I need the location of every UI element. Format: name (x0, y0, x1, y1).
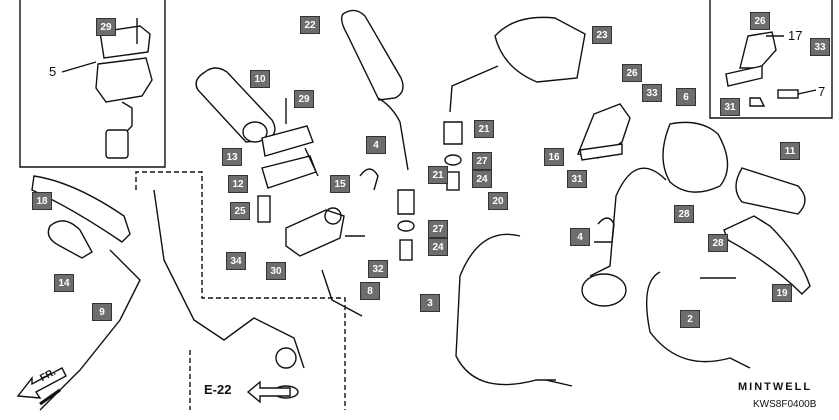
label-5: 5 (49, 64, 57, 79)
callout-24: 24 (428, 238, 448, 256)
callout-16: 16 (544, 148, 564, 166)
brand-watermark: MINTWELL (738, 381, 813, 393)
callout-11: 11 (780, 142, 800, 160)
callout-21: 21 (428, 166, 448, 184)
callout-33: 33 (810, 38, 830, 56)
callout-28: 28 (708, 234, 728, 252)
callout-32: 32 (368, 260, 388, 278)
callout-29: 29 (96, 18, 116, 36)
callout-28: 28 (674, 205, 694, 223)
callout-19: 19 (772, 284, 792, 302)
callout-10: 10 (250, 70, 270, 88)
callout-13: 13 (222, 148, 242, 166)
callout-4: 4 (570, 228, 590, 246)
callout-29: 29 (294, 90, 314, 108)
diagram-code: KWS8F0400B (753, 399, 817, 410)
callout-25: 25 (230, 202, 250, 220)
callout-15: 15 (330, 175, 350, 193)
callout-26: 26 (622, 64, 642, 82)
callout-27: 27 (428, 220, 448, 238)
reference-e22: E-22 (204, 382, 232, 397)
callout-21: 21 (474, 120, 494, 138)
callout-8: 8 (360, 282, 380, 300)
callout-3: 3 (420, 294, 440, 312)
callout-26: 26 (750, 12, 770, 30)
callout-12: 12 (228, 175, 248, 193)
callout-31: 31 (720, 98, 740, 116)
callout-31: 31 (567, 170, 587, 188)
callout-9: 9 (92, 303, 112, 321)
callout-33: 33 (642, 84, 662, 102)
callout-2: 2 (680, 310, 700, 328)
label-17: 17 (788, 28, 803, 43)
callout-6: 6 (676, 88, 696, 106)
label-7: 7 (818, 84, 826, 99)
callout-20: 20 (488, 192, 508, 210)
callout-24: 24 (472, 170, 492, 188)
callout-14: 14 (54, 274, 74, 292)
callout-4: 4 (366, 136, 386, 154)
callout-23: 23 (592, 26, 612, 44)
callout-30: 30 (266, 262, 286, 280)
callout-27: 27 (472, 152, 492, 170)
callout-34: 34 (226, 252, 246, 270)
callout-22: 22 (300, 16, 320, 34)
callout-18: 18 (32, 192, 52, 210)
